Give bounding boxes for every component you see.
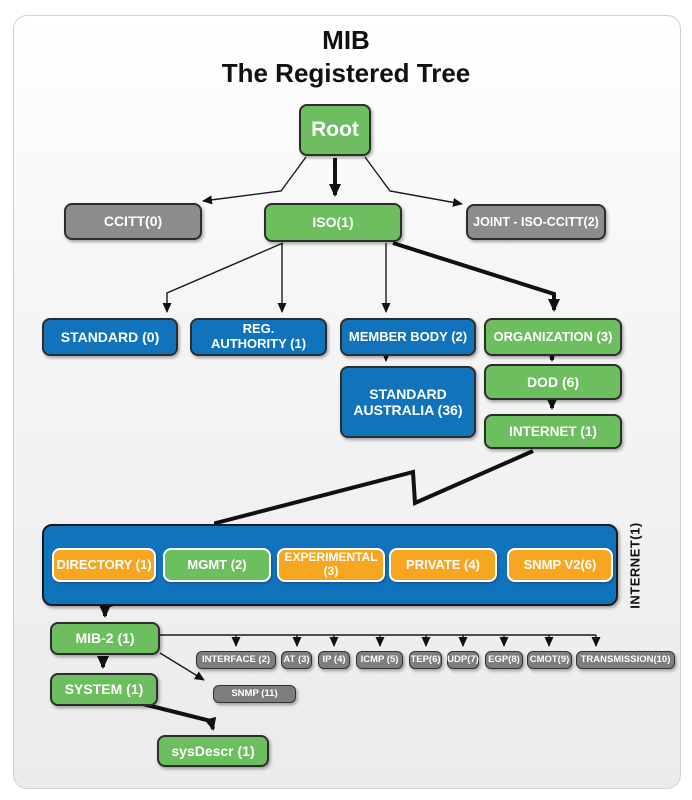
edge-iso-standard	[162, 242, 284, 313]
node-sysdescr-label: sysDescr (1)	[171, 742, 255, 759]
node-ccitt: CCITT(0)	[64, 203, 202, 240]
node-root-label: Root	[311, 117, 359, 141]
page-title: MIB The Registered Tree	[0, 24, 692, 89]
node-ip-label: IP (4)	[322, 653, 346, 665]
node-standard-australia-line2: AUSTRALIA (36)	[353, 402, 463, 418]
node-dod-label: DOD (6)	[526, 373, 580, 390]
node-snmp11: SNMP (11)	[213, 685, 296, 703]
node-system-label: SYSTEM (1)	[64, 681, 144, 698]
node-experimental: EXPERIMENTAL (3)	[277, 548, 385, 582]
node-private: PRIVATE (4)	[389, 548, 497, 582]
node-udp-label: UDP(7)	[447, 653, 479, 665]
node-cmot-label: CMOT(9)	[529, 653, 570, 665]
node-at-label: AT (3)	[283, 653, 310, 665]
node-reg-authority: REG. AUTHORITY (1)	[190, 318, 327, 356]
node-icmp-label: ICMP (5)	[360, 653, 399, 665]
node-cmot: CMOT(9)	[527, 651, 572, 669]
node-internet: INTERNET (1)	[484, 414, 622, 449]
title-line-2: The Registered Tree	[221, 57, 471, 88]
node-member-body-label: MEMBER BODY (2)	[348, 328, 468, 344]
node-organization-label: ORGANIZATION (3)	[493, 328, 613, 344]
node-organization: ORGANIZATION (3)	[484, 318, 622, 356]
node-system: SYSTEM (1)	[50, 673, 158, 706]
node-internet-label: INTERNET (1)	[509, 423, 597, 439]
node-at: AT (3)	[281, 651, 312, 669]
node-interface-label: INTERFACE (2)	[201, 653, 271, 665]
node-transmission: TRANSMISSION(10)	[576, 651, 675, 669]
node-standard-australia-line1: STANDARD	[369, 385, 447, 402]
node-ccitt-label: CCITT(0)	[103, 213, 163, 230]
node-reg-authority-line2: AUTHORITY (1)	[210, 336, 307, 351]
node-iso: ISO(1)	[264, 203, 402, 242]
node-private-label: PRIVATE (4)	[406, 556, 480, 572]
node-snmp11-label: SNMP (11)	[231, 687, 278, 699]
internet-side-label-text: INTERNET(1)	[627, 521, 643, 609]
edge-root-ccitt	[202, 156, 307, 205]
title-line-1: MIB	[322, 25, 370, 55]
node-mgmt: MGMT (2)	[163, 548, 271, 582]
node-udp: UDP(7)	[447, 651, 479, 669]
node-tep-label: TEP(6)	[410, 653, 441, 665]
node-snmp-v2: SNMP V2(6)	[507, 548, 613, 582]
node-standard-australia: STANDARD AUSTRALIA (36)	[340, 366, 476, 438]
node-experimental-label: EXPERIMENTAL (3)	[284, 550, 378, 578]
node-directory-label: DIRECTORY (1)	[56, 556, 152, 572]
node-joint-label: JOINT - ISO-CCITT(2)	[473, 214, 599, 229]
node-member-body: MEMBER BODY (2)	[340, 318, 476, 356]
node-dod: DOD (6)	[484, 364, 622, 400]
node-interface: INTERFACE (2)	[196, 651, 276, 669]
node-standard-label: STANDARD (0)	[60, 328, 160, 345]
node-icmp: ICMP (5)	[356, 651, 403, 669]
node-standard: STANDARD (0)	[42, 318, 178, 356]
node-egp-label: EGP(8)	[488, 653, 520, 665]
node-root: Root	[299, 104, 371, 156]
node-mib2-label: MIB-2 (1)	[75, 630, 135, 647]
node-sysdescr: sysDescr (1)	[157, 735, 269, 767]
edge-iso-organization	[392, 241, 560, 312]
internet-side-label: INTERNET(1)	[624, 521, 646, 609]
edge-system-sysdescr	[142, 702, 217, 731]
edge-root-joint	[364, 156, 463, 207]
node-egp: EGP(8)	[485, 651, 523, 669]
node-directory: DIRECTORY (1)	[52, 548, 156, 582]
node-joint-iso-ccitt: JOINT - ISO-CCITT(2)	[466, 204, 606, 240]
node-ip: IP (4)	[318, 651, 350, 669]
node-mgmt-label: MGMT (2)	[187, 556, 247, 572]
node-iso-label: ISO(1)	[312, 214, 354, 231]
node-mib2: MIB-2 (1)	[50, 622, 160, 655]
node-tep: TEP(6)	[409, 651, 442, 669]
node-transmission-label: TRANSMISSION(10)	[580, 653, 671, 665]
node-reg-authority-line1: REG.	[242, 321, 275, 337]
node-snmp-v2-label: SNMP V2(6)	[523, 556, 597, 572]
edge-mib2-snmp11	[159, 652, 205, 681]
